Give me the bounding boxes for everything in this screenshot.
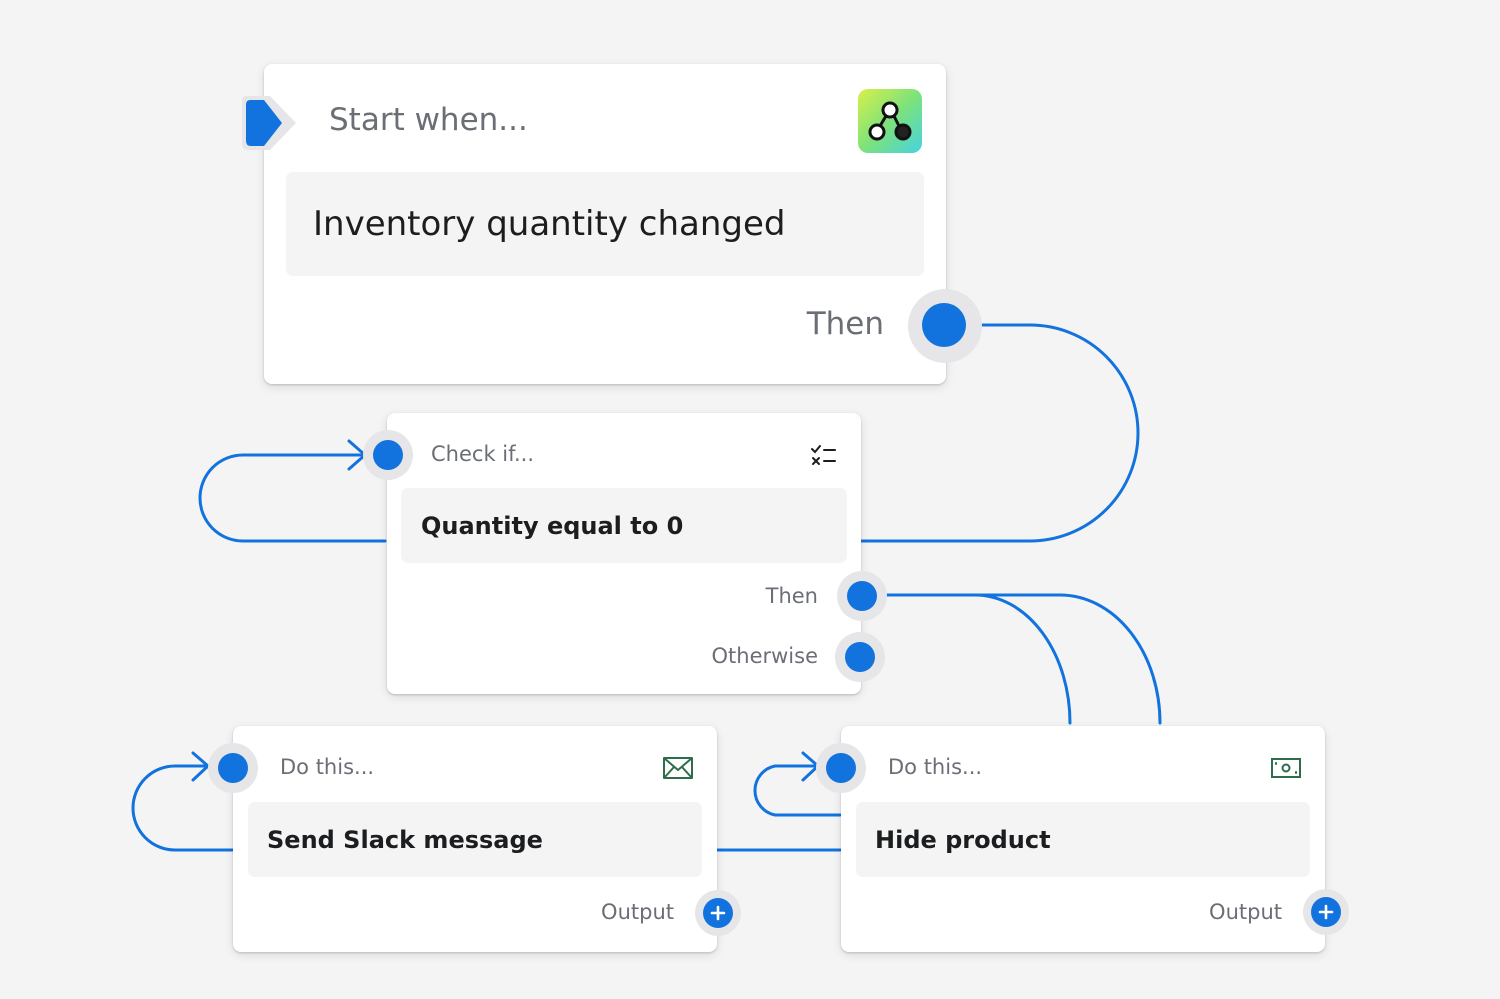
trigger-event-label: Inventory quantity changed (313, 204, 786, 244)
action-hide-input-port[interactable] (826, 753, 856, 783)
action-slack-output-label: Output (601, 900, 674, 924)
action-hide-header: Do this... (888, 755, 983, 779)
action-card-slack[interactable]: Do this... Send Slack message Output (233, 726, 717, 952)
condition-header: Check if... (431, 442, 535, 466)
trigger-header: Start when... (329, 102, 528, 138)
banknote-icon (1269, 754, 1303, 782)
action-slack-header: Do this... (280, 755, 375, 779)
trigger-card[interactable]: Start when... Inventory quantity changed… (264, 64, 946, 384)
trigger-then-port[interactable] (922, 303, 966, 347)
action-hide-output-label: Output (1209, 900, 1282, 924)
wire-slack-arrowhead (191, 751, 211, 782)
action-slack-title-box[interactable]: Send Slack message (248, 802, 702, 877)
action-hide-title: Hide product (875, 825, 1051, 854)
plus-icon (1318, 904, 1334, 920)
trigger-then-label: Then (806, 306, 884, 342)
checklist-icon (807, 442, 839, 468)
action-slack-title: Send Slack message (267, 825, 543, 854)
condition-rule-label: Quantity equal to 0 (421, 511, 684, 540)
trigger-event-box[interactable]: Inventory quantity changed (286, 172, 924, 276)
wire-condition-input-loop (198, 453, 387, 543)
condition-input-port[interactable] (373, 440, 403, 470)
action-card-hide[interactable]: Do this... Hide product Output (841, 726, 1325, 952)
envelope-icon (661, 754, 695, 782)
condition-otherwise-port[interactable] (845, 642, 875, 672)
flow-app-icon (858, 89, 922, 153)
plus-icon (710, 905, 726, 921)
action-hide-title-box[interactable]: Hide product (856, 802, 1310, 877)
action-hide-add-button[interactable] (1311, 897, 1341, 927)
action-slack-add-button[interactable] (703, 898, 733, 928)
wire-then-to-slack (860, 593, 1072, 725)
condition-then-label: Then (765, 584, 818, 608)
condition-then-port[interactable] (847, 581, 877, 611)
condition-otherwise-label: Otherwise (711, 644, 819, 668)
action-slack-input-port[interactable] (218, 753, 248, 783)
wire-then-to-hide (860, 593, 1162, 725)
condition-rule-box[interactable]: Quantity equal to 0 (401, 488, 847, 563)
start-arrow-icon (242, 96, 296, 150)
condition-card[interactable]: Check if... Quantity equal to 0 Then Oth… (387, 413, 861, 694)
